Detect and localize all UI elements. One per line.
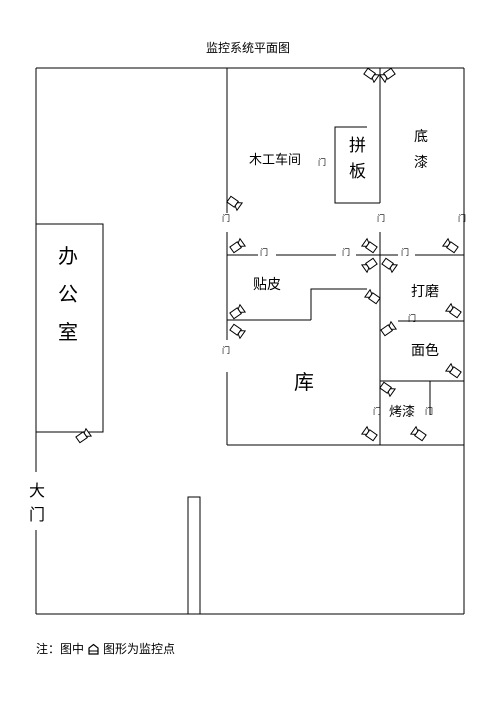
room-entrance-char: 门 xyxy=(29,505,46,524)
legend-note: 注：图中 图形为监控点 xyxy=(36,640,175,658)
room-bake: 烤漆 xyxy=(389,405,416,420)
camera-icon xyxy=(379,321,397,338)
room-veneer: 贴皮 xyxy=(253,277,281,293)
room-primer: 底 漆 xyxy=(414,124,428,176)
camera-icon xyxy=(228,304,246,321)
door-label: 门 xyxy=(222,345,230,355)
door-label: 门 xyxy=(373,406,381,416)
camera-icon xyxy=(74,428,92,445)
room-entrance: 大 门 xyxy=(29,479,45,527)
room-primer-char: 底 xyxy=(414,129,428,145)
camera-icon xyxy=(379,66,397,83)
room-entrance-char: 大 xyxy=(29,481,46,500)
door-label: 门 xyxy=(401,247,409,257)
door-label: 门 xyxy=(222,213,230,223)
camera-icon xyxy=(362,66,380,83)
camera-icon xyxy=(361,426,379,443)
camera-icon xyxy=(445,363,463,380)
door-label: 门 xyxy=(425,406,433,416)
camera-icon xyxy=(228,322,246,339)
room-office-char: 办 xyxy=(58,244,78,268)
room-warehouse: 库 xyxy=(294,370,314,394)
room-board: 拼 板 xyxy=(349,133,366,185)
camera-icon xyxy=(410,426,428,443)
legend-prefix: 注：图中 xyxy=(36,642,85,656)
door-label: 门 xyxy=(377,213,385,223)
camera-icon xyxy=(445,303,463,320)
room-office: 办 公 室 xyxy=(58,237,78,351)
page-title: 监控系统平面图 xyxy=(205,41,290,55)
door-label: 门 xyxy=(318,157,326,167)
camera-icon xyxy=(442,238,460,255)
room-woodshop: 木工车间 xyxy=(249,153,302,168)
door-label: 门 xyxy=(458,213,466,223)
camera-icon xyxy=(228,238,246,255)
room-sanding: 打磨 xyxy=(411,284,439,300)
room-color: 面色 xyxy=(411,343,439,359)
door-label: 门 xyxy=(342,247,350,257)
camera-icon xyxy=(361,256,379,273)
room-office-char: 公 xyxy=(58,282,78,306)
door-marks: 门 门 门 门 门 门 门 门 门 门 门 xyxy=(222,157,466,416)
door-label: 门 xyxy=(260,247,268,257)
room-board-char: 拼 xyxy=(349,136,366,156)
camera-icon xyxy=(378,380,396,397)
door-label: 门 xyxy=(408,313,416,323)
camera-icon xyxy=(225,194,243,211)
room-board-char: 板 xyxy=(349,162,366,182)
legend-suffix: 图形为监控点 xyxy=(103,642,176,656)
camera-icon xyxy=(380,256,398,273)
camera-icon xyxy=(87,643,100,658)
camera-icon xyxy=(364,289,382,306)
camera-icon xyxy=(361,238,379,255)
room-office-char: 室 xyxy=(58,320,78,344)
room-primer-char: 漆 xyxy=(414,155,428,171)
walls xyxy=(35,67,465,615)
